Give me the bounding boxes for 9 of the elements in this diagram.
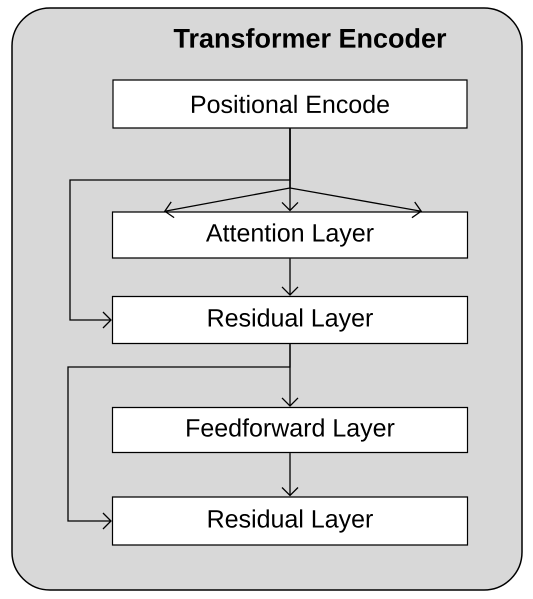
layer-box: Positional Encode [112,79,468,129]
arrow [69,128,291,328]
arrow [67,344,291,530]
layer-box: Residual Layer [112,496,468,546]
layer-box: Feedforward Layer [112,406,468,454]
layer-box: Residual Layer [112,296,468,344]
layer-box: Attention Layer [112,211,468,259]
arrow [282,258,298,296]
arrow [282,453,298,496]
